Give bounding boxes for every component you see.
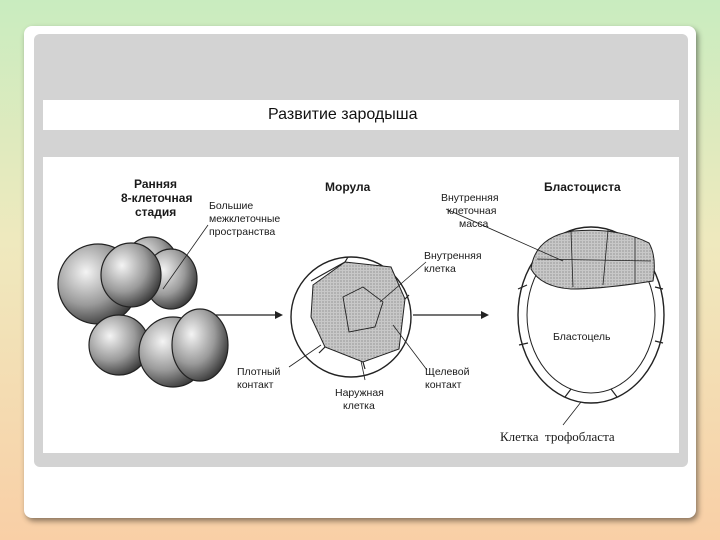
slide-title: Развитие зародыша [268,106,418,123]
label-outer-2: клетка [343,400,375,412]
label-morula: Морула [325,180,371,194]
label-early-stage-3: стадия [135,205,176,219]
label-inner-mass-3: масса [459,218,489,230]
label-spaces-3: пространства [209,226,275,238]
label-blastocyst: Бластоциста [544,180,621,194]
title-bar: Развитие зародыша [43,100,679,130]
label-blastocoel: Бластоцель [553,331,611,343]
label-tight-2: контакт [237,379,274,391]
leader-lines [162,208,582,426]
label-inner-mass-2: клеточная [447,205,496,217]
embryo-diagram-svg: Ранняя 8-клеточная стадия Морула Бластоц… [57,177,665,444]
label-early-stage-2: 8-клеточная [121,191,192,205]
label-gap-1: Щелевой [425,366,470,378]
label-outer-1: Наружная [335,387,384,399]
blastocyst [517,226,665,404]
morula [290,256,412,378]
label-inner-cell-1: Внутренняя [424,250,482,262]
label-trophoblast: Клетка трофобласта [500,429,615,444]
label-inner-mass-1: Внутренняя [441,192,499,204]
eight-cell-cluster [57,236,229,388]
embryo-diagram: Ранняя 8-клеточная стадия Морула Бластоц… [43,157,679,453]
label-spaces-1: Большие [209,200,253,212]
label-inner-cell-2: клетка [424,263,456,275]
label-early-stage-1: Ранняя [134,177,177,191]
arrow-1 [216,311,283,319]
label-spaces-2: межклеточные [209,213,280,225]
label-gap-2: контакт [425,379,462,391]
label-tight-1: Плотный [237,366,281,378]
arrow-2 [413,311,489,319]
